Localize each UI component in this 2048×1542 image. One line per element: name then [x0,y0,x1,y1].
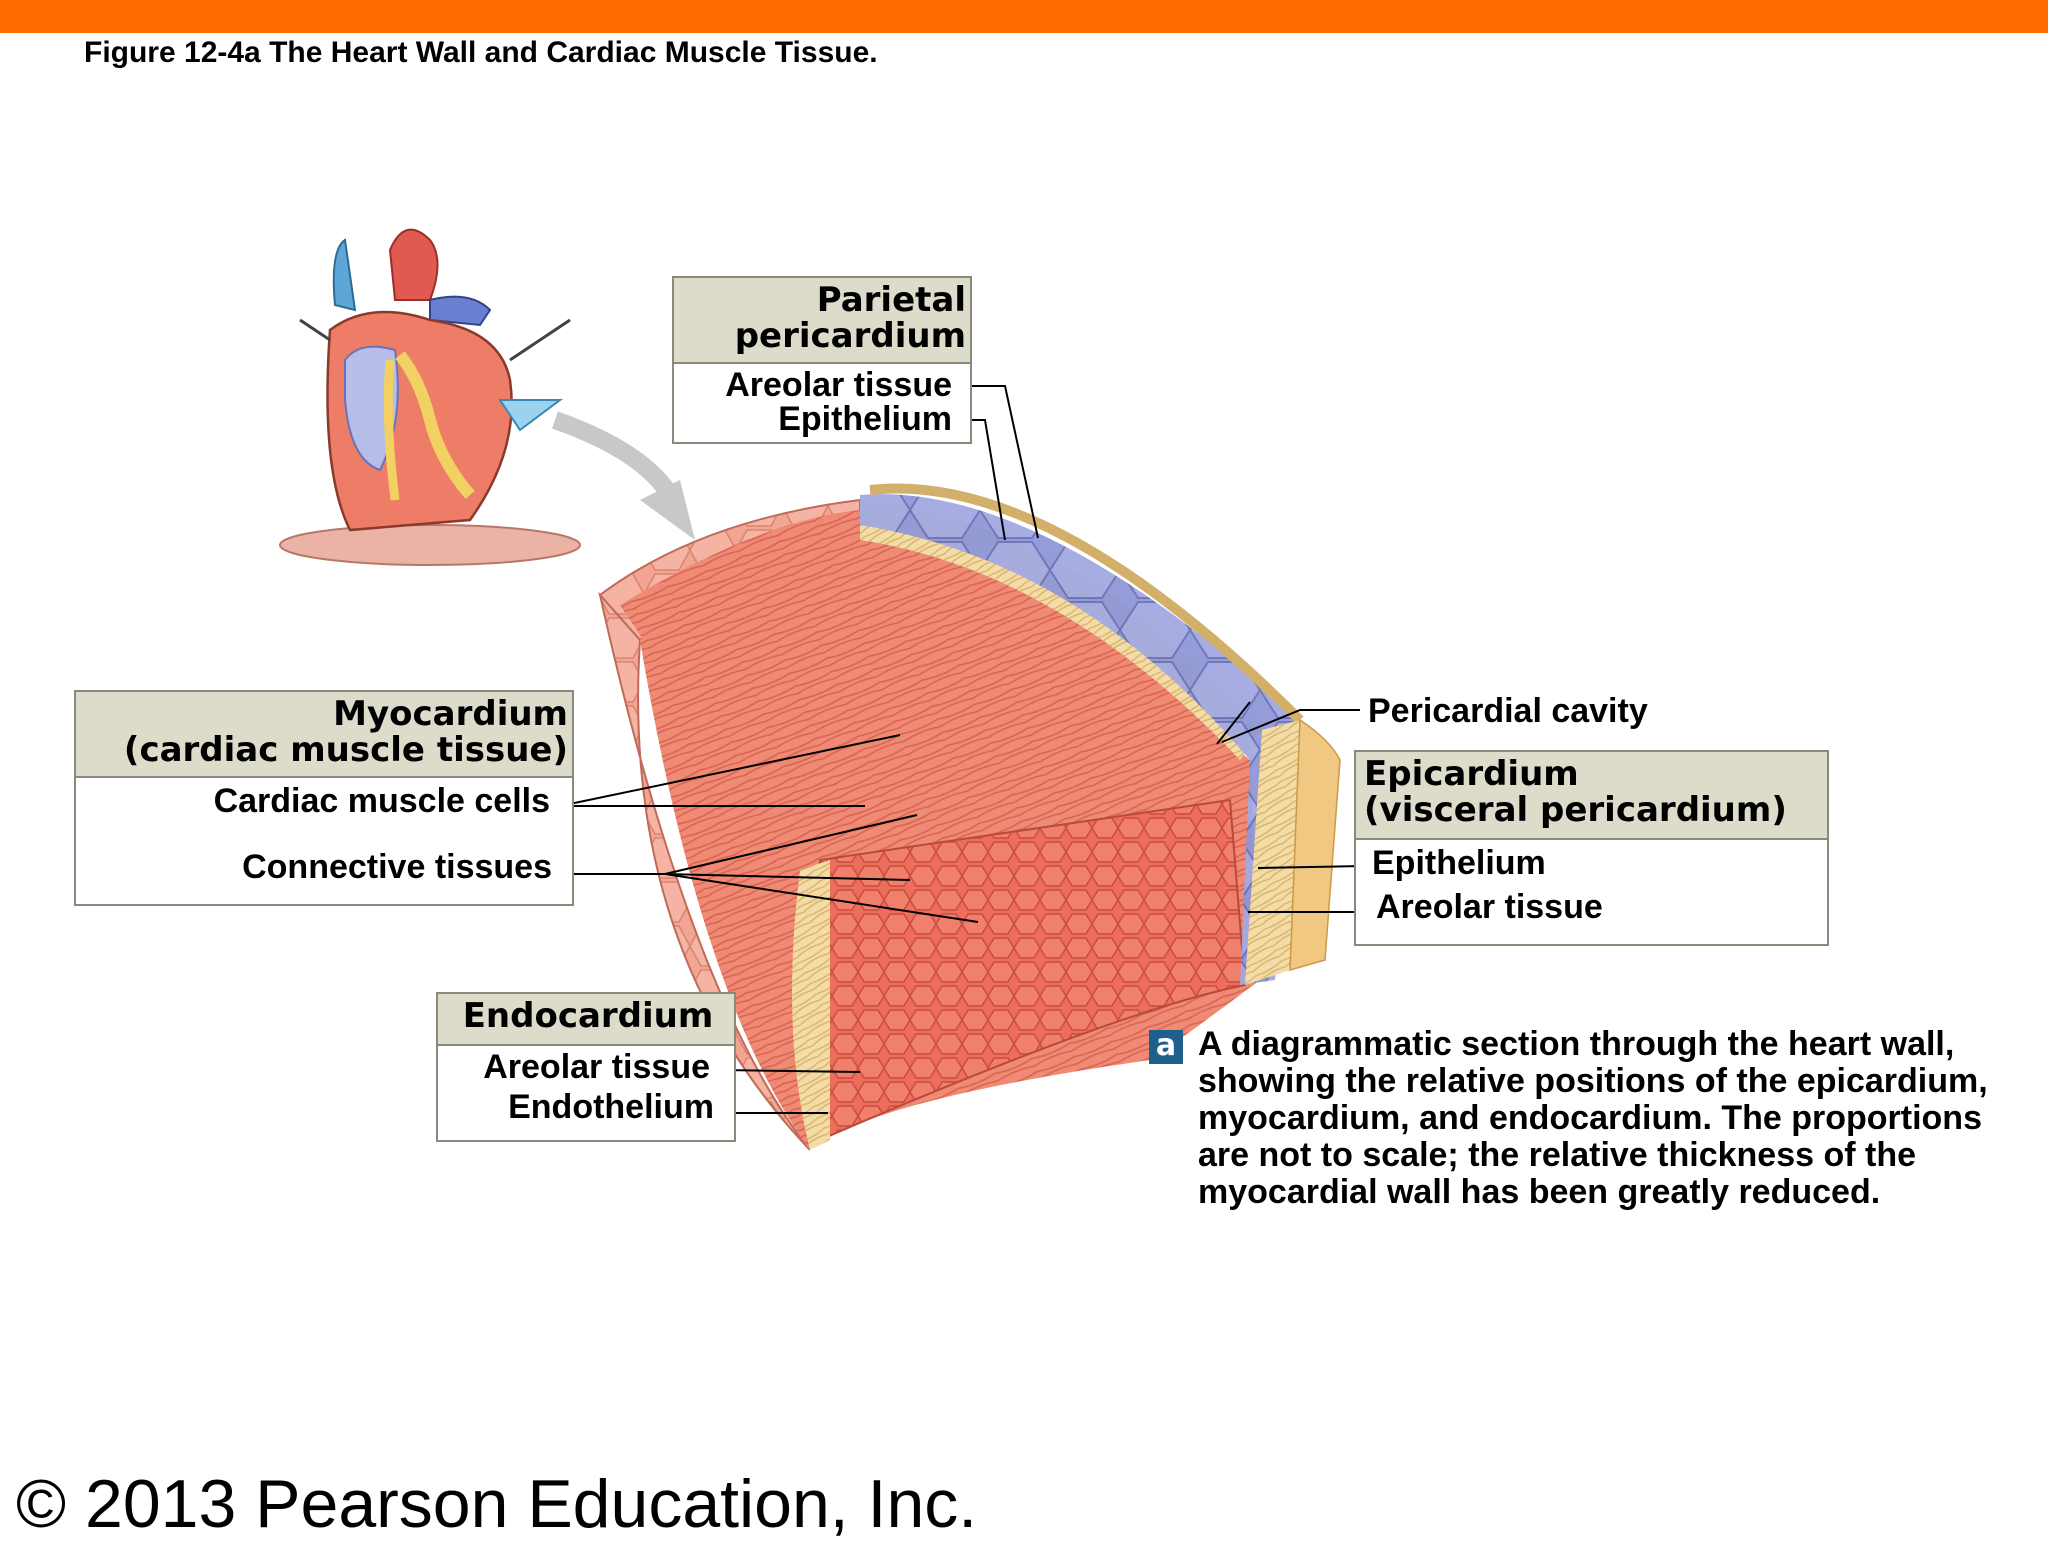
parietal-pericardium-header: Parietal pericardium [674,278,970,364]
endocardium-header: Endocardium [438,994,734,1046]
top-accent-bar [0,0,2048,33]
myocardium-header-line1: Myocardium [333,694,568,734]
heart-wall-section [598,483,1341,1151]
copyright-notice: © 2013 Pearson Education, Inc. [16,1466,978,1542]
myocardium-header-line2: (cardiac muscle tissue) [123,730,568,770]
zoom-arrow [552,411,695,540]
figure-title: Figure 12-4a The Heart Wall and Cardiac … [84,36,878,69]
epicardium-header: Epicardium (visceral pericardium) [1356,752,1827,840]
endocardium-areolar-label: Areolar tissue [483,1048,710,1086]
epicardium-epithelium-label: Epithelium [1372,844,1546,882]
epicardium-header-line2: (visceral pericardium) [1364,790,1787,830]
endothelium-label: Endothelium [508,1088,714,1126]
parietal-header-line1: Parietal [816,280,966,320]
cardiac-muscle-cells-label: Cardiac muscle cells [213,782,550,820]
connective-tissues-label: Connective tissues [242,848,552,886]
parietal-pericardium-box: Parietal pericardium Areolar tissue Epit… [672,276,972,444]
parietal-epithelium-label: Epithelium [778,400,952,438]
leader-lines [556,385,1368,1114]
parietal-header-line2: pericardium [734,316,966,356]
epicardium-areolar-label: Areolar tissue [1376,888,1603,926]
heart-overview-icon [279,228,581,566]
panel-tag: a [1149,1030,1183,1064]
figure-caption: A diagrammatic section through the heart… [1198,1025,1988,1211]
parietal-areolar-label: Areolar tissue [725,366,952,404]
pericardial-cavity-label: Pericardial cavity [1368,692,1648,730]
myocardium-box: Myocardium (cardiac muscle tissue) Cardi… [74,690,574,906]
epicardium-header-line1: Epicardium [1364,754,1579,794]
myocardium-header: Myocardium (cardiac muscle tissue) [76,692,572,778]
endocardium-box: Endocardium Areolar tissue Endothelium [436,992,736,1142]
epicardium-box: Epicardium (visceral pericardium) Epithe… [1354,750,1829,946]
